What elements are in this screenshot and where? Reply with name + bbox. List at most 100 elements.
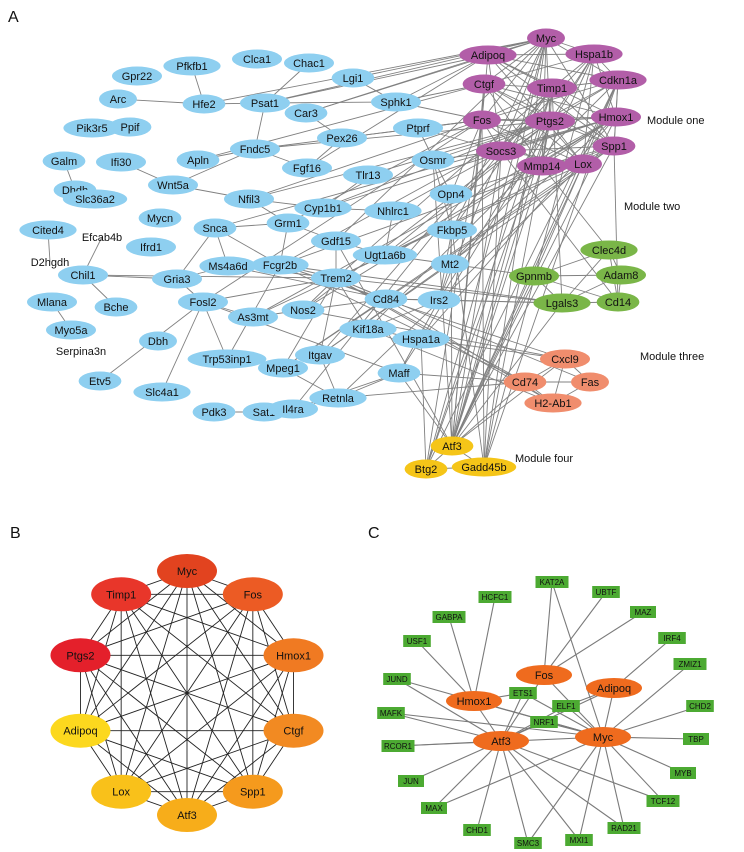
node-ppif[interactable]: Ppif: [108, 117, 152, 137]
tf-node-chd1[interactable]: CHD1: [463, 824, 491, 836]
node-itgav[interactable]: Itgav: [295, 345, 345, 365]
hub-node-atf3[interactable]: Atf3: [157, 798, 217, 832]
node-gria3[interactable]: Gria3: [152, 269, 202, 289]
node-slc36a2[interactable]: Slc36a2: [62, 189, 128, 209]
hub-node-lox[interactable]: Lox: [91, 774, 152, 809]
hub-gene-hmox1[interactable]: Hmox1: [446, 691, 502, 711]
node-myo5a[interactable]: Myo5a: [46, 320, 96, 340]
node-snca[interactable]: Snca: [193, 218, 237, 238]
node-gpnmb[interactable]: Gpnmb: [509, 266, 559, 286]
node-irs2[interactable]: Irs2: [417, 290, 461, 310]
node-bche[interactable]: Bche: [94, 297, 138, 317]
node-serpina3n[interactable]: Serpina3n: [56, 346, 106, 358]
node-ifrd1[interactable]: Ifrd1: [126, 237, 176, 257]
node-il4ra[interactable]: Il4ra: [268, 399, 318, 419]
node-fosl2[interactable]: Fosl2: [178, 292, 228, 312]
node-mmp14[interactable]: Mmp14: [517, 156, 567, 176]
node-nhlrc1[interactable]: Nhlrc1: [364, 201, 422, 221]
node-trem2[interactable]: Trem2: [311, 268, 361, 288]
hub-node-myc[interactable]: Myc: [157, 554, 217, 588]
node-hfe2[interactable]: Hfe2: [182, 94, 226, 114]
tf-node-maz[interactable]: MAZ: [630, 606, 656, 618]
tf-node-mxi1[interactable]: MXI1: [565, 834, 593, 846]
node-ptgs2[interactable]: Ptgs2: [525, 111, 575, 131]
tf-node-mafk[interactable]: MAFK: [377, 707, 405, 719]
hub-node-hmox1[interactable]: Hmox1: [263, 638, 324, 673]
node-cyp1b1[interactable]: Cyp1b1: [294, 198, 352, 218]
node-mpeg1[interactable]: Mpeg1: [258, 358, 308, 378]
node-gdf15[interactable]: Gdf15: [311, 231, 361, 251]
node-osmr[interactable]: Osmr: [411, 150, 455, 170]
tf-node-max[interactable]: MAX: [421, 802, 447, 814]
node-grm1[interactable]: Grm1: [266, 213, 310, 233]
node-slc4a1[interactable]: Slc4a1: [133, 382, 191, 402]
hub-gene-adipoq[interactable]: Adipoq: [586, 678, 642, 698]
node-lgals3[interactable]: Lgals3: [533, 293, 591, 313]
node-dbh[interactable]: Dbh: [139, 331, 177, 351]
hub-gene-fos[interactable]: Fos: [516, 665, 572, 685]
node-atf3[interactable]: Atf3: [430, 436, 474, 456]
node-cited4[interactable]: Cited4: [19, 220, 77, 240]
tf-node-hcfc1[interactable]: HCFC1: [478, 591, 512, 603]
node-efcab4b[interactable]: Efcab4b: [82, 232, 122, 244]
node-fgf16[interactable]: Fgf16: [282, 158, 332, 178]
node-opn4[interactable]: Opn4: [429, 184, 473, 204]
tf-node-tbp[interactable]: TBP: [683, 733, 709, 745]
node-car3[interactable]: Car3: [284, 103, 328, 123]
node-retnla[interactable]: Retnla: [309, 388, 367, 408]
node-hmox1[interactable]: Hmox1: [591, 107, 641, 127]
node-cdkn1a[interactable]: Cdkn1a: [589, 70, 647, 90]
node-lgi1[interactable]: Lgi1: [331, 68, 375, 88]
node-chil1[interactable]: Chil1: [58, 265, 108, 285]
node-ctgf[interactable]: Ctgf: [462, 74, 506, 94]
tf-node-jund[interactable]: JUND: [383, 673, 411, 685]
node-etv5[interactable]: Etv5: [78, 371, 122, 391]
node-h2-ab1[interactable]: H2-Ab1: [524, 393, 582, 413]
node-pik3r5[interactable]: Pik3r5: [63, 118, 121, 138]
node-sphk1[interactable]: Sphk1: [371, 92, 421, 112]
node-hspa1a[interactable]: Hspa1a: [392, 329, 450, 349]
node-nos2[interactable]: Nos2: [281, 300, 325, 320]
tf-node-rad21[interactable]: RAD21: [607, 822, 641, 834]
node-mt2[interactable]: Mt2: [431, 254, 469, 274]
node-timp1[interactable]: Timp1: [527, 78, 577, 98]
node-wnt5a[interactable]: Wnt5a: [148, 175, 198, 195]
node-ms4a6d[interactable]: Ms4a6d: [199, 256, 257, 276]
node-clec4d[interactable]: Clec4d: [580, 240, 638, 260]
tf-node-ets1[interactable]: ETS1: [509, 687, 537, 699]
node-mlana[interactable]: Mlana: [27, 292, 77, 312]
node-spp1[interactable]: Spp1: [592, 136, 636, 156]
node-myc[interactable]: Myc: [527, 28, 565, 48]
node-ptprf[interactable]: Ptprf: [393, 118, 443, 138]
hub-node-ptgs2[interactable]: Ptgs2: [50, 638, 111, 673]
node-cd14[interactable]: Cd14: [596, 292, 640, 312]
node-ifi30[interactable]: Ifi30: [96, 152, 146, 172]
node-gadd45b[interactable]: Gadd45b: [451, 457, 517, 477]
tf-node-ubtf[interactable]: UBTF: [592, 586, 620, 598]
node-tlr13[interactable]: Tlr13: [343, 165, 393, 185]
node-as3mt[interactable]: As3mt: [228, 307, 278, 327]
node-apln[interactable]: Apln: [176, 150, 220, 170]
node-cxcl9[interactable]: Cxcl9: [540, 349, 590, 369]
node-hspa1b[interactable]: Hspa1b: [565, 44, 623, 64]
hub-gene-myc[interactable]: Myc: [575, 727, 631, 747]
node-btg2[interactable]: Btg2: [404, 459, 448, 479]
node-maff[interactable]: Maff: [377, 363, 421, 383]
node-galm[interactable]: Galm: [42, 151, 86, 171]
node-socs3[interactable]: Socs3: [476, 141, 526, 161]
node-mycn[interactable]: Mycn: [138, 208, 182, 228]
node-fkbp5[interactable]: Fkbp5: [427, 220, 477, 240]
tf-node-kat2a[interactable]: KAT2A: [535, 576, 569, 588]
hub-node-fos[interactable]: Fos: [222, 577, 283, 612]
tf-node-smc3[interactable]: SMC3: [514, 837, 542, 849]
node-gpr22[interactable]: Gpr22: [112, 66, 162, 86]
node-adipoq[interactable]: Adipoq: [459, 45, 517, 65]
node-fos[interactable]: Fos: [463, 110, 501, 130]
node-ugt1a6b[interactable]: Ugt1a6b: [352, 245, 418, 265]
node-lox[interactable]: Lox: [564, 154, 602, 174]
node-kif18a[interactable]: Kif18a: [339, 319, 397, 339]
tf-node-zmiz1[interactable]: ZMIZ1: [673, 658, 707, 670]
hub-node-adipoq[interactable]: Adipoq: [50, 713, 111, 748]
node-fcgr2b[interactable]: Fcgr2b: [251, 255, 309, 275]
tf-node-elf1[interactable]: ELF1: [552, 700, 580, 712]
